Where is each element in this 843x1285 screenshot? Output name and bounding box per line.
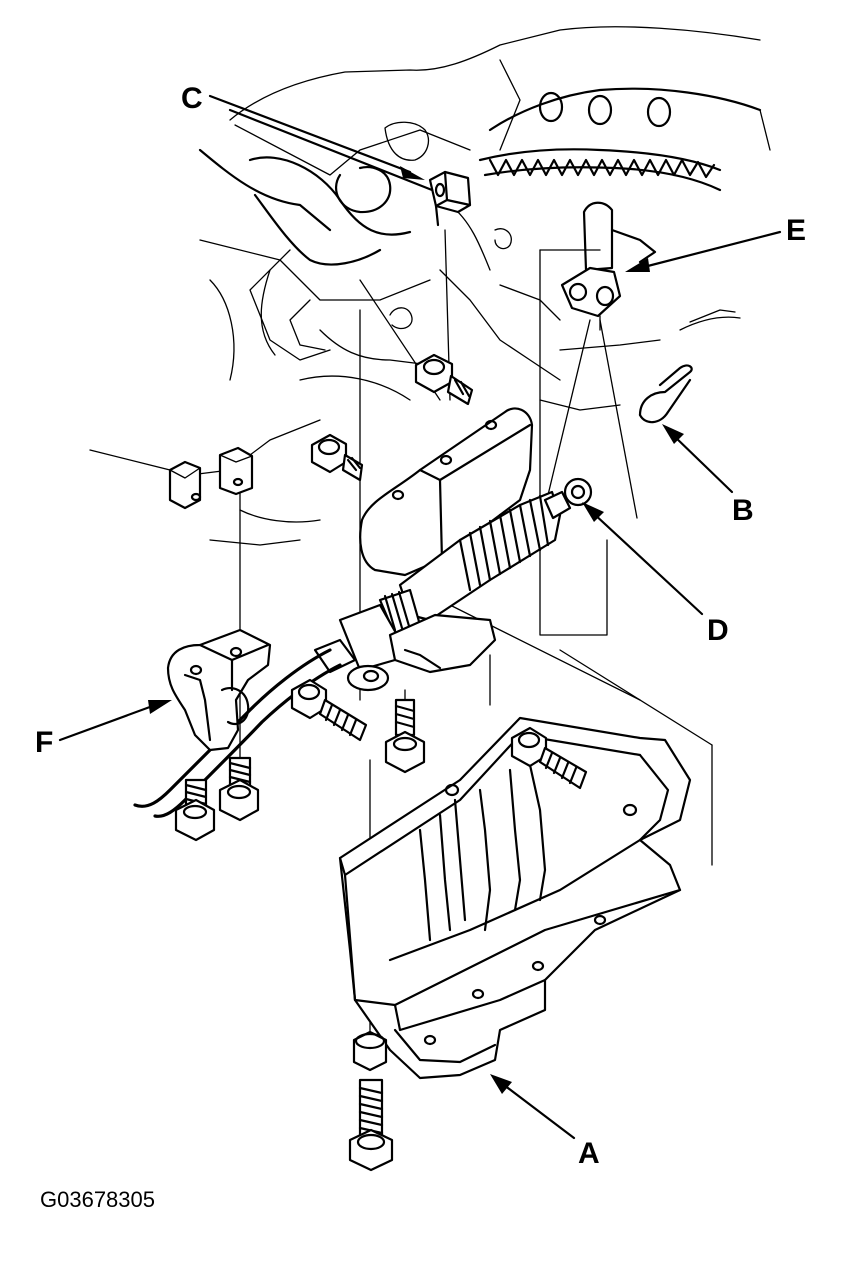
flywheel-ring-gear <box>478 59 771 192</box>
callout-label-e: E <box>786 214 806 247</box>
leader-arrow-f <box>58 700 172 742</box>
bolt-upper-left <box>310 433 364 482</box>
bolt-upper-center <box>414 353 474 406</box>
figure-id: G03678305 <box>40 1187 155 1212</box>
clip-c-part <box>428 170 472 227</box>
bolt-middle-vertical <box>384 698 426 774</box>
leader-arrow-a <box>490 1074 576 1140</box>
engine-block-outline <box>89 26 761 546</box>
bolt-f-right <box>218 756 260 822</box>
callout-label-f: F <box>35 726 53 759</box>
leader-arrow-e <box>625 230 782 272</box>
leader-arrow-d <box>582 502 704 616</box>
callout-label-d: D <box>707 614 729 647</box>
bolt-f-left <box>174 778 216 842</box>
slave-cylinder-bracket <box>359 407 534 577</box>
callout-label-b: B <box>732 494 754 527</box>
bottom-collar <box>352 1030 388 1072</box>
bolt-bottom <box>348 1078 394 1172</box>
clip-b-part <box>638 364 693 424</box>
slave-cylinder-body <box>378 477 593 637</box>
callout-label-c: C <box>181 82 203 115</box>
mount-bosses <box>168 446 254 510</box>
bracket-f-part <box>166 628 272 752</box>
bracket-e-part <box>560 201 657 331</box>
bolt-cover-a <box>510 726 588 790</box>
cover-a-part <box>338 716 692 1080</box>
bolt-middle-angled <box>290 678 368 742</box>
leader-arrow-c <box>208 94 434 192</box>
callout-label-a: A <box>578 1137 600 1170</box>
leader-arrow-b <box>662 424 734 494</box>
